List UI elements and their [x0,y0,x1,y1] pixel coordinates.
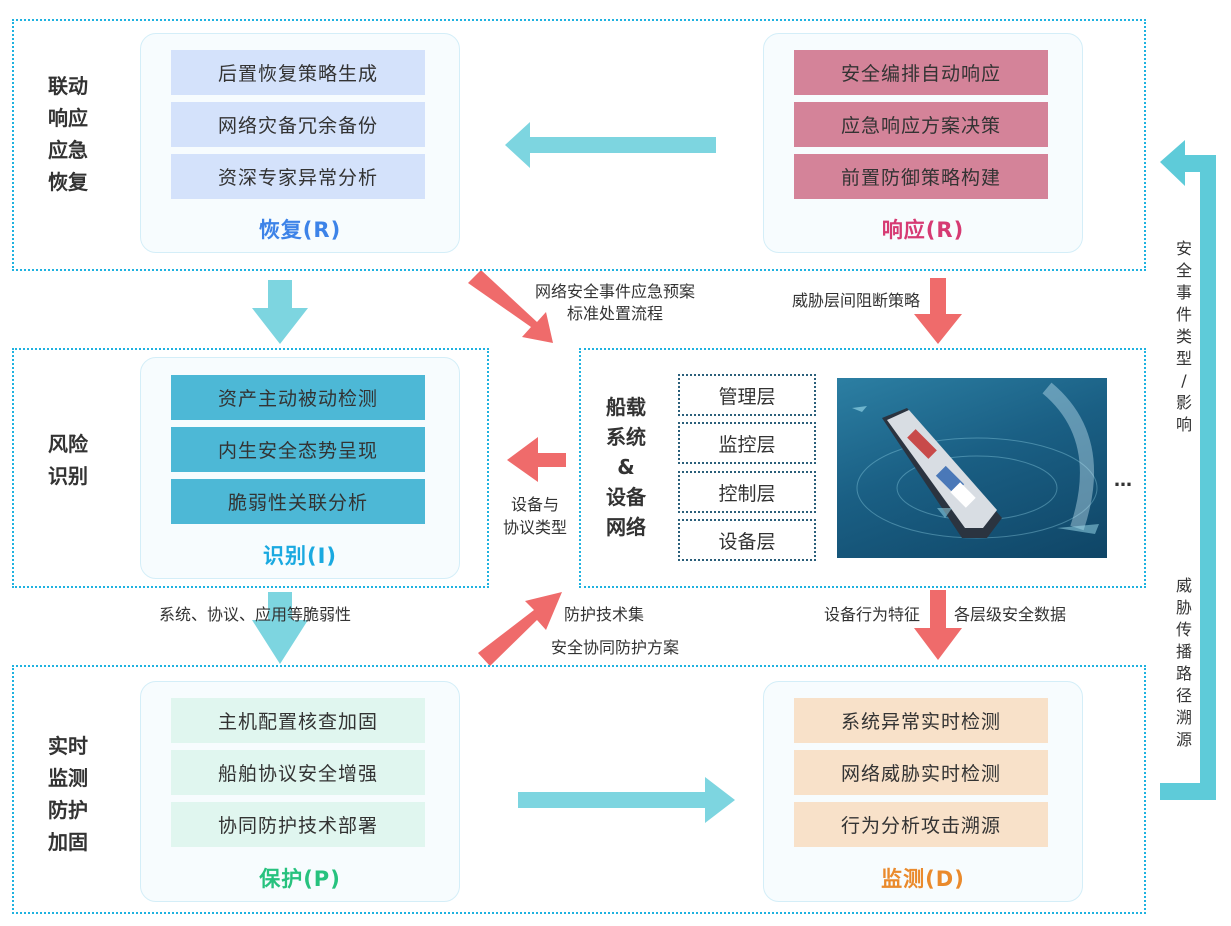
caption-device-behavior: 设备行为特征 [823,605,920,624]
ship-illustration [852,382,1099,539]
identify-item: 脆弱性关联分析 [171,479,425,524]
arrow-response-to-ship [914,278,962,344]
arrow-ship-to-detect [914,590,962,660]
vertical-char: 路 [1175,664,1192,683]
detect-title: 监测(D) [881,867,965,891]
vertical-char: 源 [1175,730,1192,749]
detect-item: 系统异常实时检测 [794,698,1048,743]
region-response-recovery [12,19,1146,271]
protect-title: 保护(P) [259,867,341,891]
caption-emergency-plan-line1: 网络安全事件应急预案 [534,282,695,301]
protect-item: 船舶协议安全增强 [171,750,425,795]
caption-device-protocol-line1: 设备与 [510,495,559,514]
vertical-char: 胁 [1175,598,1192,617]
ship-label-line: 船载 [606,395,646,419]
caption-device-protocol-line2: 协议类型 [502,518,567,537]
caption-interlayer-block: 威胁层间阻断策略 [791,291,920,310]
vertical-char: 类 [1175,327,1192,346]
arrow-detect-to-response-loop [1160,140,1216,800]
recovery-item: 后置恢复策略生成 [171,50,425,95]
caption-collab-plan: 安全协同防护方案 [550,638,679,657]
card-recovery: 后置恢复策略生成 网络灾备冗余备份 资深专家异常分析 恢复(R) [140,33,460,253]
response-item: 安全编排自动响应 [794,50,1048,95]
protect-item: 主机配置核查加固 [171,698,425,743]
card-protect: 主机配置核查加固 船舶协议安全增强 协同防护技术部署 保护(P) [140,681,460,902]
caption-layer-data: 各层级安全数据 [954,605,1067,624]
layer-management: 管理层 [678,374,816,416]
side-label-line: 加固 [48,830,88,854]
side-label-line: 联动 [48,74,88,98]
arrow-protect-to-ship [478,592,562,666]
vertical-char: 响 [1175,415,1192,434]
response-item: 前置防御策略构建 [794,154,1048,199]
protect-item: 协同防护技术部署 [171,802,425,847]
side-label-line: 应急 [48,138,88,162]
side-label-line: 防护 [48,798,88,822]
arrow-recovery-to-identify [252,280,308,344]
caption-emergency-plan-line2: 标准处置流程 [566,304,663,323]
vertical-char: 事 [1175,283,1192,302]
detect-item: 行为分析攻击溯源 [794,802,1048,847]
vertical-char: 全 [1175,261,1192,280]
more-ellipsis: … [1114,470,1132,491]
side-label-line: 风险 [48,432,88,456]
vertical-char: 件 [1175,305,1192,324]
ship-label-line: 设备 [606,485,646,509]
region-risk-identify [12,348,489,588]
ship-image [837,378,1107,558]
caption-vulnerability: 系统、协议、应用等脆弱性 [158,605,351,624]
response-title: 响应(R) [881,218,965,242]
arrow-ship-to-identify [507,437,566,482]
region-ship-system: 船载 系统 & 设备 网络 管理层 监控层 控制层 设备层 … [579,348,1146,588]
vertical-char: 影 [1175,393,1192,412]
arrow-protect-to-detect [518,777,735,823]
card-detect: 系统异常实时检测 网络威胁实时检测 行为分析攻击溯源 监测(D) [763,681,1083,902]
side-label-line: 识别 [48,464,88,488]
side-label-line: 监测 [48,766,88,790]
side-label-line: 恢复 [48,170,88,194]
card-identify: 资产主动被动检测 内生安全态势呈现 脆弱性关联分析 识别(I) [140,357,460,579]
region-label-response-recovery: 联动响应应急恢复 [48,70,96,198]
card-response: 安全编排自动响应 应急响应方案决策 前置防御策略构建 响应(R) [763,33,1083,253]
side-label-line: 实时 [48,734,88,758]
side-label-line: 响应 [48,106,88,130]
identify-item: 资产主动被动检测 [171,375,425,420]
recovery-item: 网络灾备冗余备份 [171,102,425,147]
loop-text-event-impact: 安全事件类型 / 影响 [1174,238,1194,436]
loop-text-threat-trace: 威胁传播路径溯源 [1174,575,1194,751]
vertical-char: 溯 [1175,708,1192,727]
recovery-item: 资深专家异常分析 [171,154,425,199]
vertical-char: 径 [1175,686,1192,705]
identify-title: 识别(I) [262,544,337,568]
recovery-title: 恢复(R) [258,218,342,242]
layer-device: 设备层 [678,519,816,561]
vertical-char: 安 [1175,239,1192,258]
arrow-identify-to-protect [252,592,308,664]
region-monitor-protect [12,665,1146,914]
vertical-char: 播 [1175,642,1192,661]
layer-control: 控制层 [678,471,816,513]
layer-monitoring: 监控层 [678,422,816,464]
caption-protection-set: 防护技术集 [564,605,645,624]
identify-item: 内生安全态势呈现 [171,427,425,472]
ship-label-line: & [617,455,635,479]
ship-label-line: 网络 [606,515,646,539]
arrow-plan-to-ship [468,270,553,343]
response-item: 应急响应方案决策 [794,102,1048,147]
region-label-risk-identify: 风险识别 [48,428,96,492]
region-label-monitor-protect: 实时监测防护加固 [48,730,96,858]
ship-label-line: 系统 [606,425,646,449]
vertical-char: 型 [1175,349,1192,368]
detect-item: 网络威胁实时检测 [794,750,1048,795]
ship-system-label: 船载 系统 & 设备 网络 [601,392,651,542]
arrow-response-to-recovery [505,122,716,168]
vertical-char: 传 [1175,620,1192,639]
vertical-char: 威 [1175,576,1192,595]
vertical-char: / [1181,371,1187,390]
